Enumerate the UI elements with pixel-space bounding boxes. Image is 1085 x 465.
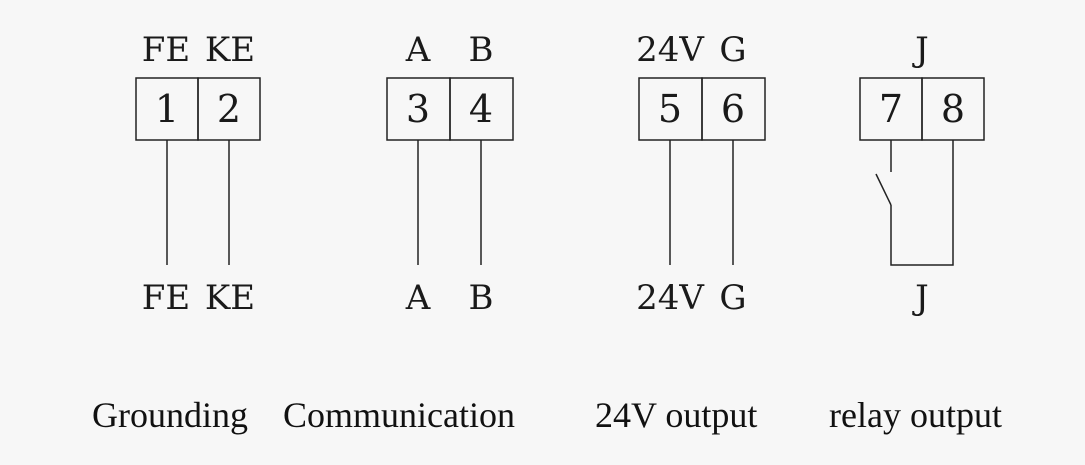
terminal-number-6: 6 xyxy=(721,87,745,131)
terminal-number-3: 3 xyxy=(406,87,430,131)
communication-group: A B 3 4 A B xyxy=(386,30,514,318)
terminal-number-5: 5 xyxy=(658,87,682,131)
grounding-group: FE KE 1 2 FE KE xyxy=(135,30,261,318)
top-label-b: B xyxy=(469,30,494,70)
bottom-label-ke: KE xyxy=(205,278,255,318)
24v-output-group: 24V G 5 6 24V G xyxy=(636,30,766,318)
bottom-label-j: J xyxy=(912,278,929,318)
relay-switch-contact xyxy=(875,173,892,206)
bottom-label-fe: FE xyxy=(142,278,190,318)
terminal-number-1: 1 xyxy=(155,87,179,131)
bottom-label-b: B xyxy=(469,278,494,318)
caption-relay-output: relay output xyxy=(829,395,1002,435)
terminal-number-8: 8 xyxy=(941,87,965,131)
top-label-j: J xyxy=(912,30,929,70)
relay-loop-wire xyxy=(890,140,954,266)
bottom-label-24v: 24V xyxy=(636,278,705,318)
terminal-number-7: 7 xyxy=(879,87,903,131)
top-label-g: G xyxy=(719,30,746,70)
caption-24v-output: 24V output xyxy=(595,395,757,435)
top-label-fe: FE xyxy=(142,30,190,70)
top-label-24v: 24V xyxy=(636,30,705,70)
bottom-label-g: G xyxy=(719,278,746,318)
caption-communication: Communication xyxy=(283,395,515,435)
top-label-a: A xyxy=(405,30,431,70)
top-label-ke: KE xyxy=(205,30,255,70)
terminal-number-4: 4 xyxy=(469,87,493,131)
terminal-number-2: 2 xyxy=(217,87,241,131)
bottom-label-a: A xyxy=(405,278,431,318)
caption-grounding: Grounding xyxy=(92,395,248,435)
relay-output-group: J 7 8 J xyxy=(859,30,985,318)
